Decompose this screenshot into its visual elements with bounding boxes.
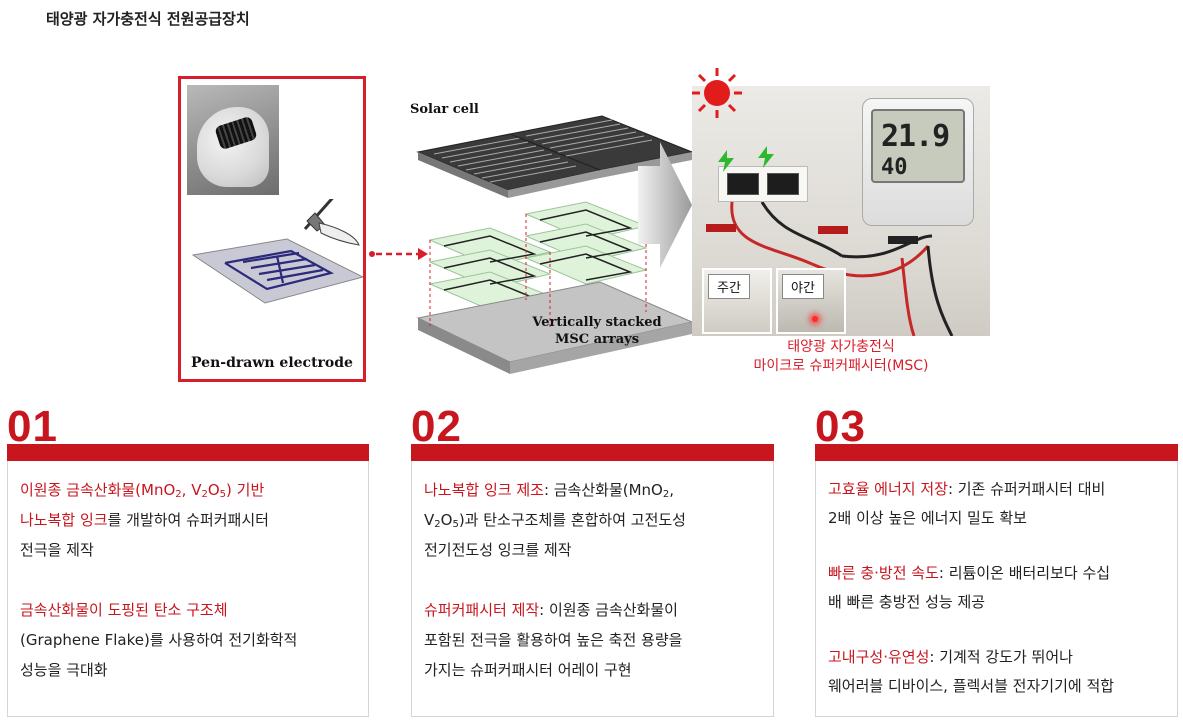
card-01-item-2: 금속산화물이 도핑된 탄소 구조체 (Graphene Flake)를 사용하여… xyxy=(20,595,354,685)
body-text: : 리튬이온 배터리보다 수십 xyxy=(938,564,1111,582)
night-tag: 야간 xyxy=(782,274,824,299)
card-03-item-2: 빠른 충·방전 속도: 리튬이온 배터리보다 수십 배 빠른 충방전 성능 제공 xyxy=(828,559,1163,617)
card-01-item-1: 이원종 금속산화물(MnO2, V2O5) 기반 나노복합 잉크를 개발하여 슈… xyxy=(20,475,354,565)
pen-icon xyxy=(303,199,360,246)
body-text: (Graphene Flake)를 사용하여 전기화학적 xyxy=(20,631,298,649)
lightning-icon xyxy=(718,150,734,172)
subscript: 5 xyxy=(219,489,227,500)
card-number-01: 01 xyxy=(7,402,58,451)
body-text: 를 개발하여 슈퍼커패시터 xyxy=(107,511,269,529)
base-substrate xyxy=(416,281,694,374)
highlight-text: 나노복합 잉크 제조 xyxy=(424,481,544,499)
highlight-text: 슈퍼커패시터 제작 xyxy=(424,601,540,619)
card-bar-01 xyxy=(7,444,369,461)
card-bar-02 xyxy=(411,444,774,461)
glove-photo xyxy=(187,85,279,195)
led-glow xyxy=(812,316,818,322)
highlight-text: 고내구성·유연성 xyxy=(828,648,930,666)
body-text: V xyxy=(424,511,435,529)
msc-label-line1: Vertically stacked xyxy=(532,315,662,330)
card-bar-03 xyxy=(815,444,1178,461)
lightning-icon xyxy=(758,146,774,168)
caption-line1: 태양광 자가충전식 xyxy=(787,339,895,355)
card-03-item-1: 고효율 에너지 저장: 기존 슈퍼커패시터 대비 2배 이상 높은 에너지 밀도… xyxy=(828,475,1163,533)
msc-label-line2: MSC arrays xyxy=(554,332,640,347)
highlight-text: , V xyxy=(181,481,202,499)
highlight-text: 금속산화물이 도핑된 탄소 구조체 xyxy=(20,601,228,619)
body-text: 전극을 제작 xyxy=(20,541,94,559)
lcd-humidity: 40 xyxy=(881,155,908,180)
day-tag: 주간 xyxy=(708,274,750,299)
body-text: : 금속산화물(MnO xyxy=(543,481,663,499)
subscript: 2 xyxy=(662,489,670,500)
card-03-item-3: 고내구성·유연성: 기계적 강도가 뛰어나 웨어러블 디바이스, 플렉서블 전자… xyxy=(828,643,1163,701)
thermo-hygrometer: 21.9 40 xyxy=(862,98,974,226)
glove-hand-shape xyxy=(197,107,269,187)
subscript: 2 xyxy=(201,489,208,500)
body-text: 웨어러블 디바이스, 플렉서블 전자기기에 적합 xyxy=(828,677,1115,695)
interdigitated-electrode xyxy=(224,249,334,291)
body-text: 전기전도성 잉크를 제작 xyxy=(424,541,572,559)
process-arrow-icon xyxy=(638,142,692,268)
card-02-item-1: 나노복합 잉크 제조: 금속산화물(MnO2, V2O5)과 탄소구조체를 혼합… xyxy=(424,475,759,565)
body-text: 가지는 슈퍼커패시터 어레이 구현 xyxy=(424,661,632,679)
body-text: : 기계적 강도가 뛰어나 xyxy=(929,648,1073,666)
card-number-03: 03 xyxy=(815,402,866,451)
device-photo: 21.9 40 주간 야간 xyxy=(692,86,990,336)
caption-line2: 마이크로 슈퍼커패시터(MSC) xyxy=(753,358,929,374)
highlight-text: 빠른 충·방전 속도 xyxy=(828,564,939,582)
subscript: 2 xyxy=(434,519,441,530)
body-text: )과 탄소구조체를 혼합하여 고전도성 xyxy=(458,511,686,529)
highlight-text: O xyxy=(207,481,220,499)
body-text: 성능을 극대화 xyxy=(20,661,108,679)
body-text: 배 빠른 충방전 성능 제공 xyxy=(828,593,986,611)
body-text: , xyxy=(669,481,675,499)
body-text: : 기존 슈퍼커패시터 대비 xyxy=(947,480,1106,498)
card-02-item-2: 슈퍼커패시터 제작: 이원종 금속산화물이 포함된 전극을 활용하여 높은 축전… xyxy=(424,595,759,685)
card-03: 고효율 에너지 저장: 기존 슈퍼커패시터 대비 2배 이상 높은 에너지 밀도… xyxy=(815,461,1178,717)
sun-icon xyxy=(692,68,742,118)
card-02: 나노복합 잉크 제조: 금속산화물(MnO2, V2O5)과 탄소구조체를 혼합… xyxy=(411,461,774,717)
card-number-02: 02 xyxy=(411,402,462,451)
page-title: 태양광 자가충전식 전원공급장치 xyxy=(46,10,250,28)
highlight-text: ) 기반 xyxy=(226,481,265,499)
solar-cell-panels xyxy=(416,115,694,198)
lcd-temperature: 21.9 xyxy=(881,119,950,154)
pen-drawn-electrode-panel: Pen-drawn electrode xyxy=(178,76,366,382)
card-01: 이원종 금속산화물(MnO2, V2O5) 기반 나노복합 잉크를 개발하여 슈… xyxy=(7,461,369,717)
solar-chip xyxy=(727,173,759,195)
highlight-text: 고효율 에너지 저장 xyxy=(828,480,948,498)
dashed-arrow xyxy=(369,248,428,260)
highlight-text: 이원종 금속산화물(MnO xyxy=(20,481,176,499)
photo-caption: 태양광 자가충전식 마이크로 슈퍼커패시터(MSC) xyxy=(692,338,990,376)
inset-night-photo: 야간 xyxy=(776,268,846,334)
subscript: 2 xyxy=(175,489,182,500)
highlight-text: 나노복합 잉크 xyxy=(20,511,108,529)
inset-day-photo: 주간 xyxy=(702,268,772,334)
solar-cell-label: Solar cell xyxy=(410,102,479,117)
msc-arrays-label: Vertically stacked MSC arrays xyxy=(522,314,672,348)
pen-drawn-electrode-label: Pen-drawn electrode xyxy=(191,355,353,371)
solar-device-board xyxy=(718,166,808,202)
solar-chip xyxy=(767,173,799,195)
body-text: 포함된 전극을 활용하여 높은 축전 용량을 xyxy=(424,631,683,649)
subscript: 5 xyxy=(452,519,459,530)
figure: Pen-drawn electrode xyxy=(170,62,992,388)
body-text: 2배 이상 높은 에너지 밀도 확보 xyxy=(828,509,1027,527)
body-text: O xyxy=(440,511,453,529)
body-text: : 이원종 금속산화물이 xyxy=(539,601,678,619)
pen-drawing-illustration xyxy=(191,199,363,304)
thermo-lcd: 21.9 40 xyxy=(871,109,965,183)
msc-stacks xyxy=(428,201,648,311)
stacked-msc-illustration xyxy=(416,115,694,374)
